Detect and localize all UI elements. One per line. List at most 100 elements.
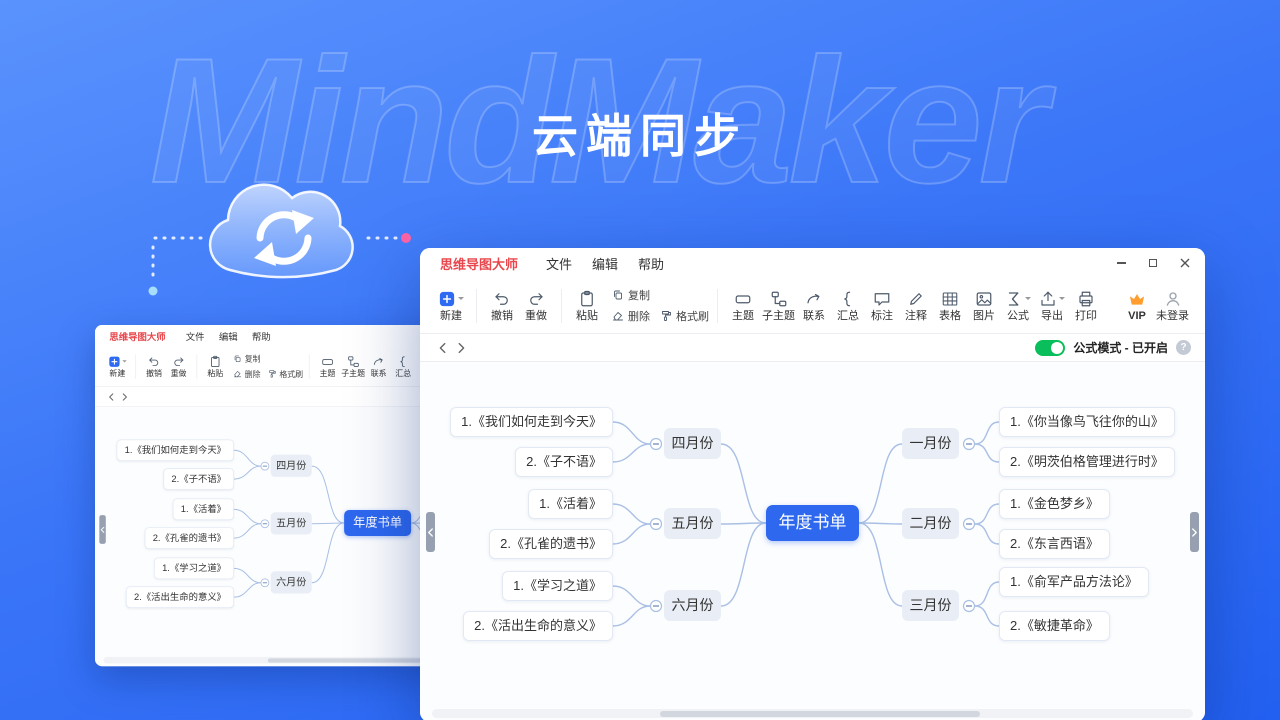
mindmap-month-node[interactable]: 二月份 (902, 508, 959, 539)
left-panel-handle[interactable] (99, 515, 106, 544)
mindmap-book-node[interactable]: 2.《子不语》 (515, 447, 613, 477)
subtopic-button[interactable]: 子主题 (340, 355, 367, 378)
collapse-button[interactable] (649, 437, 976, 613)
scrollbar-thumb[interactable] (268, 658, 499, 663)
formula-mode-toggle[interactable] (1035, 339, 1066, 356)
mindmap-book-node[interactable]: 2.《明茨伯格管理进行时》 (999, 447, 1175, 477)
mindmap-month-node[interactable]: 五月份 (664, 508, 721, 539)
new-plus-icon (109, 356, 120, 367)
mindmap-month-node[interactable]: 六月份 (270, 571, 312, 594)
copy-button[interactable]: 复制 (233, 353, 261, 365)
mindmap-book-node[interactable]: 1.《活着》 (528, 489, 613, 519)
left-panel-handle[interactable] (426, 512, 435, 552)
chevron-down-icon (1059, 296, 1065, 303)
mindmap-book-node[interactable]: 1.《学习之道》 (154, 557, 234, 580)
scrollbar-thumb[interactable] (660, 710, 980, 717)
mindmap-book-node[interactable]: 2.《孔雀的遗书》 (144, 527, 234, 549)
mindmap-book-node[interactable]: 2.《敏捷革命》 (999, 611, 1110, 641)
mindmap-book-node[interactable]: 1.《活着》 (172, 498, 234, 521)
print-button[interactable]: 打印 (1069, 290, 1103, 322)
mindmap-book-node[interactable]: 2.《子不语》 (163, 468, 234, 490)
mindmap-root-node[interactable]: 年度书单 (766, 505, 859, 541)
mindmap-month-node[interactable]: 四月份 (664, 428, 721, 459)
mindmap-book-node[interactable]: 2.《活出生命的意义》 (463, 611, 613, 641)
new-button[interactable]: 新建 (434, 290, 468, 322)
undo-button[interactable]: 撤销 (485, 290, 519, 322)
toolbar-divider (561, 288, 562, 323)
copy-button[interactable]: 复制 (612, 287, 650, 303)
mindmap-book-node[interactable]: 1.《我们如何走到今天》 (450, 407, 613, 437)
mindmap-month-node[interactable]: 四月份 (270, 454, 312, 477)
image-button[interactable]: 图片 (967, 290, 1001, 322)
mindmap-book-node[interactable]: 1.《你当像鸟飞往你的山》 (999, 407, 1175, 437)
summary-button[interactable]: 汇总 (831, 290, 865, 322)
mindmap-book-node[interactable]: 2.《东言西语》 (999, 529, 1110, 559)
paste-button[interactable]: 粘贴 (203, 355, 227, 378)
mindmap-book-node[interactable]: 2.《孔雀的遗书》 (489, 529, 613, 559)
relation-button[interactable]: 联系 (366, 355, 390, 378)
export-button[interactable]: 导出 (1035, 290, 1069, 322)
minimize-icon[interactable] (1115, 257, 1127, 269)
login-button[interactable]: 未登录 (1154, 290, 1191, 322)
delete-button[interactable]: 删除 (233, 368, 261, 380)
copy-icon (614, 290, 622, 300)
new-button[interactable]: 新建 (105, 355, 129, 378)
menu-file[interactable]: 文件 (546, 256, 573, 272)
mindmap-month-node[interactable]: 五月份 (270, 512, 312, 535)
mindmap-book-node[interactable]: 1.《学习之道》 (502, 571, 613, 601)
mindmap-book-node[interactable]: 1.《金色梦乡》 (999, 489, 1110, 519)
menu-file[interactable]: 文件 (185, 331, 205, 342)
mindmap-root-node[interactable]: 年度书单 (344, 510, 412, 536)
table-button[interactable]: 表格 (933, 290, 967, 322)
vip-button[interactable]: VIP (1120, 290, 1154, 322)
right-panel-handle[interactable] (1190, 512, 1199, 552)
redo-button[interactable]: 重做 (166, 355, 190, 378)
topic-button[interactable]: 主题 (726, 290, 760, 322)
mindmap-book-node[interactable]: 1.《我们如何走到今天》 (116, 439, 234, 462)
subtopic-button[interactable]: 子主题 (760, 290, 797, 322)
format-painter-button[interactable]: 格式刷 (268, 368, 303, 380)
topic-button[interactable]: 主题 (315, 355, 339, 378)
menu-edit[interactable]: 编辑 (218, 331, 238, 342)
mindmap-canvas[interactable]: 1.《我们如何走到今天》 2.《子不语》 1.《活着》 2.《孔雀的遗书》 1.… (420, 362, 1205, 720)
new-plus-icon (439, 291, 455, 306)
delete-button[interactable]: 删除 (612, 308, 650, 324)
back-button[interactable] (105, 390, 118, 403)
vip-crown-icon (1129, 293, 1145, 305)
paste-icon (211, 355, 220, 367)
toolbar-divider (476, 288, 477, 323)
close-icon[interactable] (1179, 257, 1191, 269)
mindmap-book-node[interactable]: 1.《俞军产品方法论》 (999, 567, 1149, 597)
chevron-down-icon (458, 296, 464, 303)
summary-button[interactable]: 汇总 (391, 355, 415, 378)
toolbar: 新建 撤销 重做 粘贴 (420, 278, 1205, 334)
relation-button[interactable]: 联系 (797, 290, 831, 322)
paste-icon (581, 290, 593, 306)
menu-help[interactable]: 帮助 (638, 256, 665, 272)
paste-button[interactable]: 粘贴 (570, 290, 604, 322)
topic-icon (322, 358, 333, 365)
mindmap-book-node[interactable]: 2.《活出生命的意义》 (126, 586, 234, 608)
subtopic-icon (771, 291, 786, 306)
forward-button[interactable] (452, 339, 470, 357)
mindmap-month-node[interactable]: 一月份 (902, 428, 959, 459)
help-icon[interactable]: ? (1176, 340, 1191, 355)
maximize-icon[interactable] (1147, 257, 1159, 269)
callout-icon (874, 292, 890, 306)
mindmap-month-node[interactable]: 六月份 (664, 590, 721, 621)
formula-mode-label: 公式模式 - 已开启 (1073, 341, 1168, 355)
horizontal-scrollbar[interactable] (103, 656, 652, 664)
mindmap-month-node[interactable]: 三月份 (902, 590, 959, 621)
callout-button[interactable]: 标注 (865, 290, 899, 322)
formula-button[interactable]: 公式 (1001, 290, 1035, 322)
forward-button[interactable] (118, 390, 131, 403)
redo-button[interactable]: 重做 (519, 290, 553, 322)
undo-button[interactable]: 撤销 (142, 355, 166, 378)
back-button[interactable] (434, 339, 452, 357)
eraser-icon (233, 371, 242, 378)
menu-help[interactable]: 帮助 (251, 331, 271, 342)
menu-edit[interactable]: 编辑 (592, 256, 619, 272)
format-painter-button[interactable]: 格式刷 (660, 308, 709, 324)
note-button[interactable]: 注释 (899, 290, 933, 322)
horizontal-scrollbar[interactable] (432, 709, 1193, 718)
